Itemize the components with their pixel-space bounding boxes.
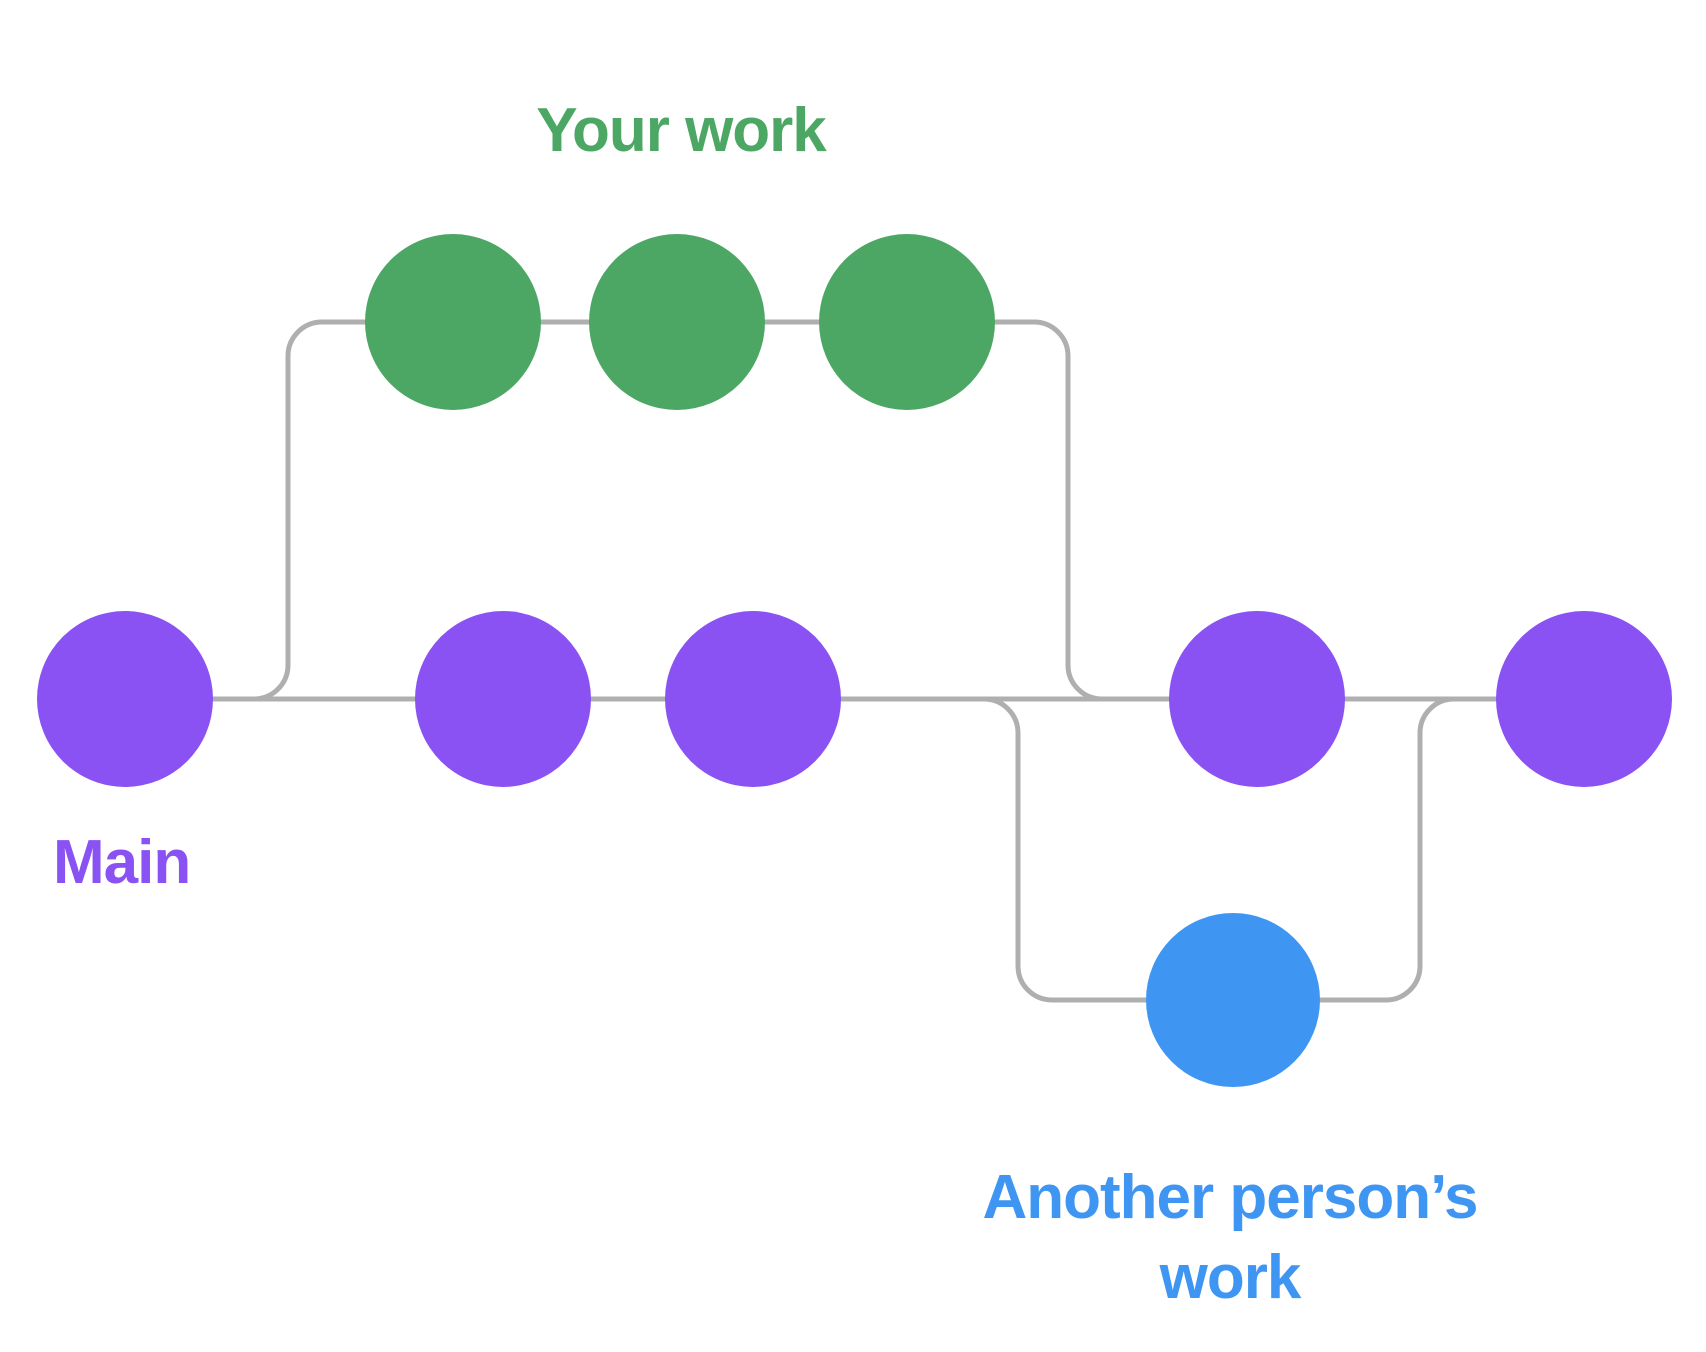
another-person-label: Another person’s work [982, 1158, 1479, 1318]
your-work-branch-commit-2 [589, 234, 765, 410]
your-work-label: Your work [536, 96, 827, 165]
your-work-branch-commit-1 [365, 234, 541, 410]
main-branch-commit-1 [37, 611, 213, 787]
main-branch-commit-5 [1496, 611, 1672, 787]
another-person-label-line1: Another person’s [982, 1163, 1479, 1232]
another-person-label-line2: work [1159, 1242, 1302, 1312]
main-branch-commit-3 [665, 611, 841, 787]
branch-connectors [125, 319, 1584, 1003]
main-branch-commit-4 [1169, 611, 1345, 787]
commit-nodes [37, 234, 1672, 1087]
main-label: Main [53, 828, 191, 897]
your-work-branch-commit-3 [819, 234, 995, 410]
main-branch-commit-2 [415, 611, 591, 787]
another-person-branch-commit-1 [1146, 913, 1320, 1087]
